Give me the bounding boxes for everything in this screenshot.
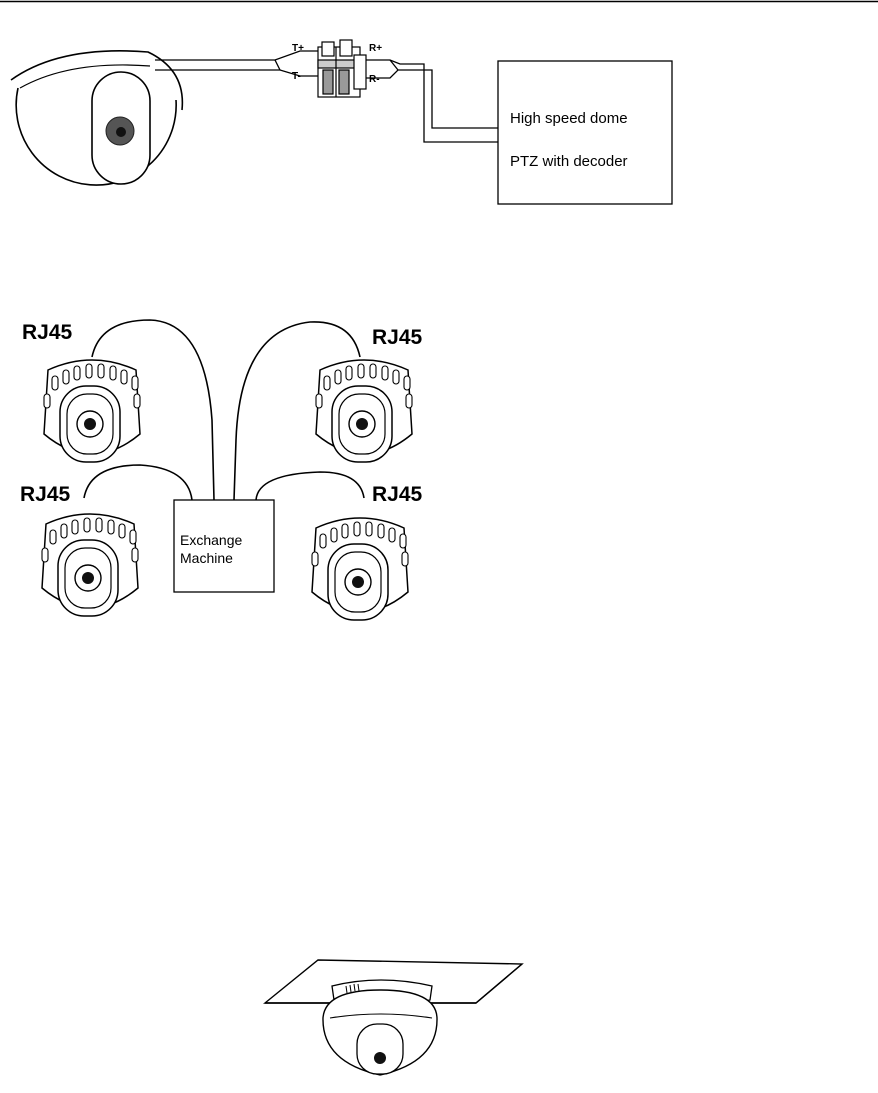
rj45-label-top-left: RJ45 xyxy=(22,321,73,344)
exchange-machine-box xyxy=(173,499,275,593)
network-camera-icon-top-right xyxy=(315,359,413,463)
device-box-line1: High speed dome xyxy=(510,110,628,127)
network-camera-icon-bottom-left xyxy=(41,513,139,617)
network-cables xyxy=(83,319,365,501)
network-camera-icon-top-left xyxy=(43,359,141,463)
rs485-cable xyxy=(155,50,318,77)
device-box-line2: PTZ with decoder xyxy=(510,153,628,170)
terminal-block-connector xyxy=(317,39,367,98)
label-t-minus: T- xyxy=(292,71,301,82)
rs485-wiring-diagram: T+ T- R+ R- High speed dome PTZ with dec… xyxy=(10,39,673,205)
ceiling-mount-diagram xyxy=(263,959,524,1076)
device-cable xyxy=(366,59,498,143)
label-r-plus: R+ xyxy=(369,43,382,54)
ceiling-dome-camera-icon xyxy=(322,979,438,1076)
network-camera-icon-bottom-right xyxy=(311,517,409,621)
label-r-minus: R- xyxy=(369,74,380,85)
rj45-label-bottom-right: RJ45 xyxy=(372,483,423,506)
exchange-box-line2: Machine xyxy=(180,550,233,566)
dome-camera-side-icon xyxy=(10,50,184,186)
network-diagram: Exchange Machine RJ45 RJ45 RJ45 RJ45 xyxy=(20,319,423,621)
label-t-plus: T+ xyxy=(292,43,304,54)
rj45-label-top-right: RJ45 xyxy=(372,326,423,349)
exchange-box-line1: Exchange xyxy=(180,532,242,548)
rj45-label-bottom-left: RJ45 xyxy=(20,483,71,506)
ptz-device-box xyxy=(497,60,673,205)
